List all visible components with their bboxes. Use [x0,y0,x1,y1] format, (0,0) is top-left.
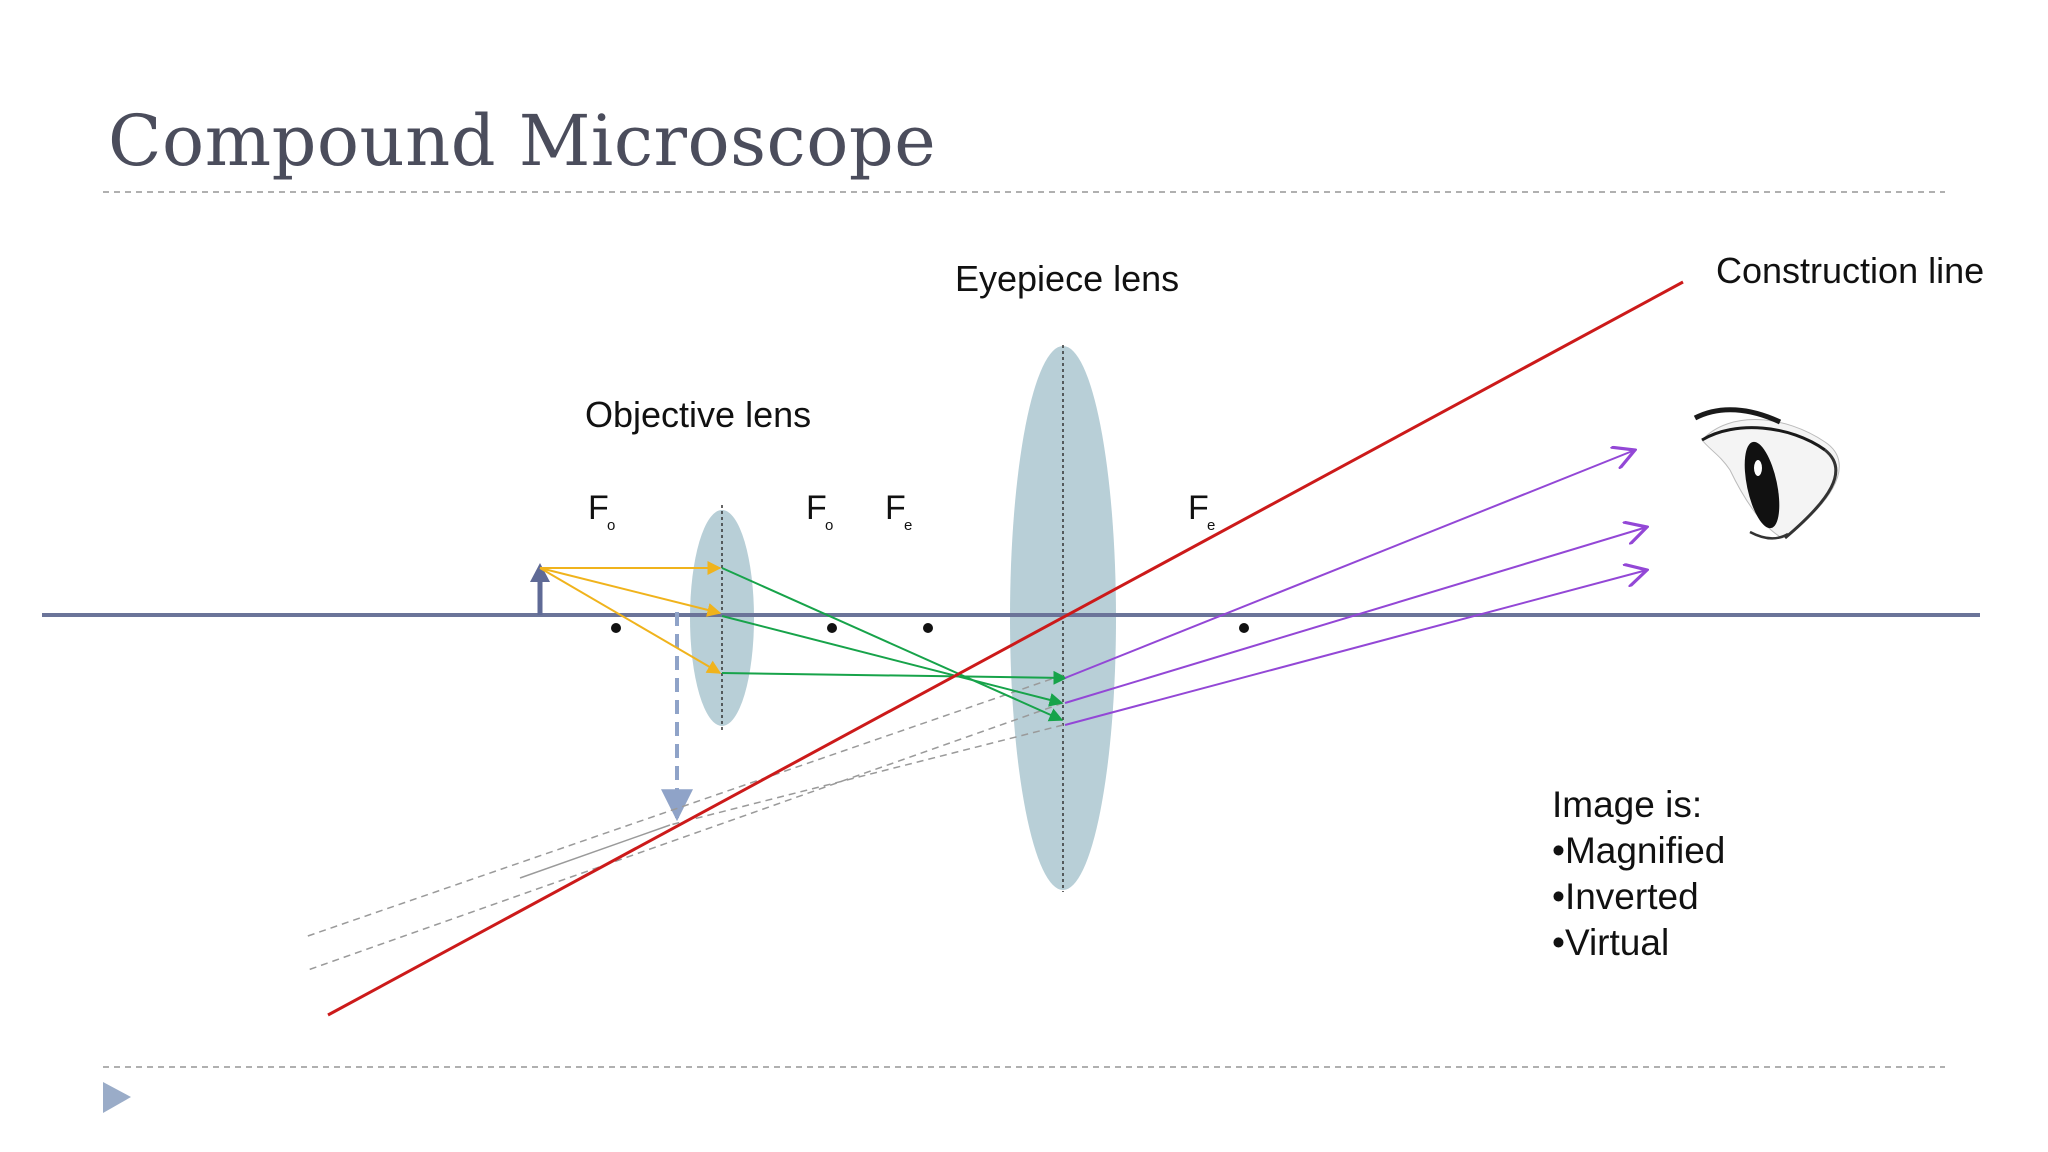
objective-ray [721,670,1068,685]
svg-text:F: F [885,489,906,527]
focal-label-objective-left: F o [588,489,615,534]
virtual-ray-extension [519,824,671,879]
focal-label-eyepiece-left: F e [885,489,912,534]
play-triangle-icon[interactable] [103,1082,131,1113]
focal-label-eyepiece-right: F e [1188,489,1215,534]
objective-lens-label: Objective lens [585,394,811,435]
svg-text:o: o [825,517,833,534]
object-ray [539,567,722,617]
construction-line [327,280,1684,1017]
eyepiece-lens-label: Eyepiece lens [955,258,1179,299]
construction-line-label: Construction line [1716,250,1984,291]
summary-item: •Virtual [1552,922,1669,963]
virtual-ray-extension [304,674,1064,938]
summary-heading: Image is: [1552,784,1702,825]
slide-title: Compound Microscope [108,100,937,182]
virtual-ray-extension [669,724,1064,826]
svg-text:F: F [806,489,827,527]
objective-ray [721,615,1064,707]
svg-text:F: F [588,489,609,527]
eyepiece-ray [1064,527,1647,704]
focal-point-dot [611,623,621,633]
svg-text:e: e [1207,517,1215,534]
summary-item: •Magnified [1552,830,1725,871]
eyepiece-ray [1064,570,1647,726]
summary-item: •Inverted [1552,876,1699,917]
focal-point-dot [923,623,933,633]
object-arrow-head [530,563,550,582]
svg-text:o: o [607,517,615,534]
objective-ray [721,567,1064,722]
eye-icon [1693,407,1840,540]
svg-text:F: F [1188,489,1209,527]
focal-label-objective-right: F o [806,489,833,534]
focal-point-dot [827,623,837,633]
eyepiece-ray [1064,450,1635,679]
svg-text:e: e [904,517,912,534]
object-ray [539,567,722,674]
focal-point-dot [1239,623,1249,633]
virtual-ray-extension [307,702,1064,971]
